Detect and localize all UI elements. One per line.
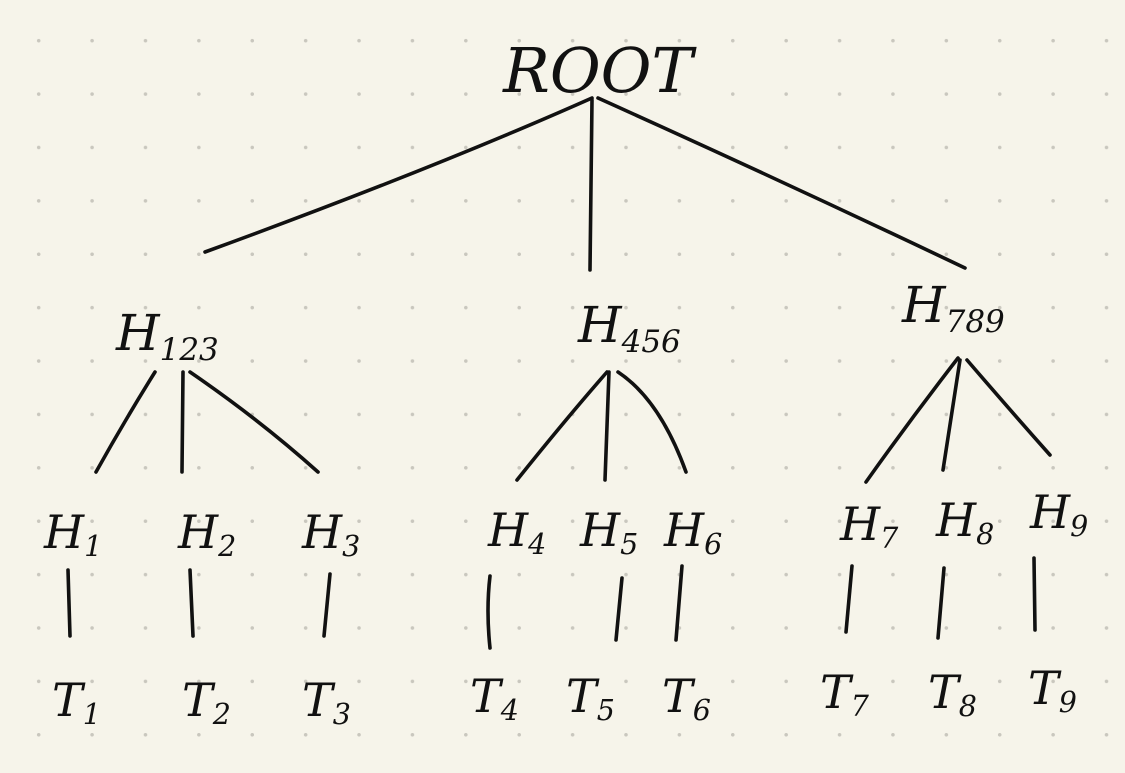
group-1-main: H <box>115 304 161 362</box>
host-node-label-9: H9 <box>1029 485 1088 543</box>
group-3-sub: 789 <box>946 304 1005 340</box>
edge-host-1-task-1 <box>66 568 72 638</box>
task-1-main: T <box>52 673 86 727</box>
group-1-sub: 123 <box>160 332 219 368</box>
edge-host-7-task-7 <box>844 564 854 634</box>
task-4-sub: 4 <box>500 694 519 727</box>
group-node-label-2: H456 <box>577 296 681 360</box>
edge-host-9-task-9 <box>1032 556 1037 632</box>
task-2-main: T <box>182 673 216 727</box>
edge-group-2-host-5 <box>603 370 611 482</box>
task-node-label-9: T9 <box>1028 661 1077 719</box>
host-node-label-5: H5 <box>579 503 638 561</box>
task-2-sub: 2 <box>212 698 231 731</box>
group-2-main: H <box>577 296 623 354</box>
task-7-main: T <box>820 665 854 719</box>
edge-host-6-task-6 <box>674 564 684 642</box>
task-3-sub: 3 <box>333 698 351 731</box>
host-8-sub: 8 <box>976 518 994 551</box>
edge-group-2-host-4 <box>515 370 609 482</box>
host-9-main: H <box>1029 485 1071 539</box>
edge-host-5-task-5 <box>614 576 624 642</box>
task-8-main: T <box>928 665 962 719</box>
host-node-label-4: H4 <box>487 503 546 561</box>
edge-group-1-host-2 <box>180 370 185 474</box>
task-7-sub: 7 <box>851 690 870 723</box>
host-4-sub: 4 <box>527 528 546 561</box>
task-node-label-4: T4 <box>470 669 519 727</box>
edge-root-group-3 <box>596 96 967 270</box>
edge-group-3-host-9 <box>965 358 1052 457</box>
group-node-label-1: H123 <box>115 304 219 368</box>
edge-group-3-host-7 <box>864 356 960 484</box>
host-3-main: H <box>301 505 343 559</box>
task-node-label-3: T3 <box>302 673 351 731</box>
task-1-sub: 1 <box>83 698 101 731</box>
edge-host-3-task-3 <box>322 572 332 638</box>
edge-group-2-host-6 <box>616 370 688 474</box>
task-5-sub: 5 <box>597 694 615 727</box>
task-node-label-8: T8 <box>928 665 977 723</box>
group-3-main: H <box>901 276 947 334</box>
task-9-sub: 9 <box>1059 686 1077 719</box>
group-2-sub: 456 <box>621 324 681 360</box>
task-6-main: T <box>662 669 696 723</box>
edge-host-4-task-4 <box>486 574 492 650</box>
edge-root-group-1 <box>203 96 594 254</box>
task-node-label-2: T2 <box>182 673 231 731</box>
host-2-main: H <box>177 505 219 559</box>
edge-group-1-host-1 <box>94 370 157 474</box>
host-3-sub: 3 <box>342 530 360 563</box>
host-node-label-3: H3 <box>301 505 360 563</box>
host-2-sub: 2 <box>217 530 236 563</box>
edge-group-3-host-8 <box>941 358 962 472</box>
host-7-sub: 7 <box>880 522 899 555</box>
host-node-label-2: H2 <box>177 505 236 563</box>
host-6-sub: 6 <box>704 528 722 561</box>
host-node-label-6: H6 <box>663 503 722 561</box>
edge-host-2-task-2 <box>188 568 195 638</box>
host-7-main: H <box>839 497 881 551</box>
host-4-main: H <box>487 503 529 557</box>
host-1-main: H <box>43 505 85 559</box>
task-9-main: T <box>1028 661 1062 715</box>
task-node-label-5: T5 <box>566 669 615 727</box>
task-5-main: T <box>566 669 600 723</box>
task-node-label-7: T7 <box>820 665 870 723</box>
task-6-sub: 6 <box>693 694 711 727</box>
host-5-sub: 5 <box>620 528 638 561</box>
task-3-main: T <box>302 673 336 727</box>
host-node-label-7: H7 <box>839 497 899 555</box>
host-node-label-1: H1 <box>43 505 102 563</box>
task-4-main: T <box>470 669 504 723</box>
host-5-main: H <box>579 503 621 557</box>
host-1-sub: 1 <box>84 530 102 563</box>
task-8-sub: 8 <box>959 690 977 723</box>
host-6-main: H <box>663 503 705 557</box>
task-node-label-1: T1 <box>52 673 101 731</box>
host-9-sub: 9 <box>1070 510 1088 543</box>
root-node-label: ROOT <box>502 34 697 107</box>
host-node-label-8: H8 <box>935 493 994 551</box>
task-node-label-6: T6 <box>662 669 711 727</box>
group-node-label-3: H789 <box>901 276 1005 340</box>
edge-group-1-host-3 <box>188 370 320 474</box>
edge-root-group-2 <box>588 98 594 272</box>
edge-host-8-task-8 <box>936 566 946 640</box>
host-8-main: H <box>935 493 977 547</box>
